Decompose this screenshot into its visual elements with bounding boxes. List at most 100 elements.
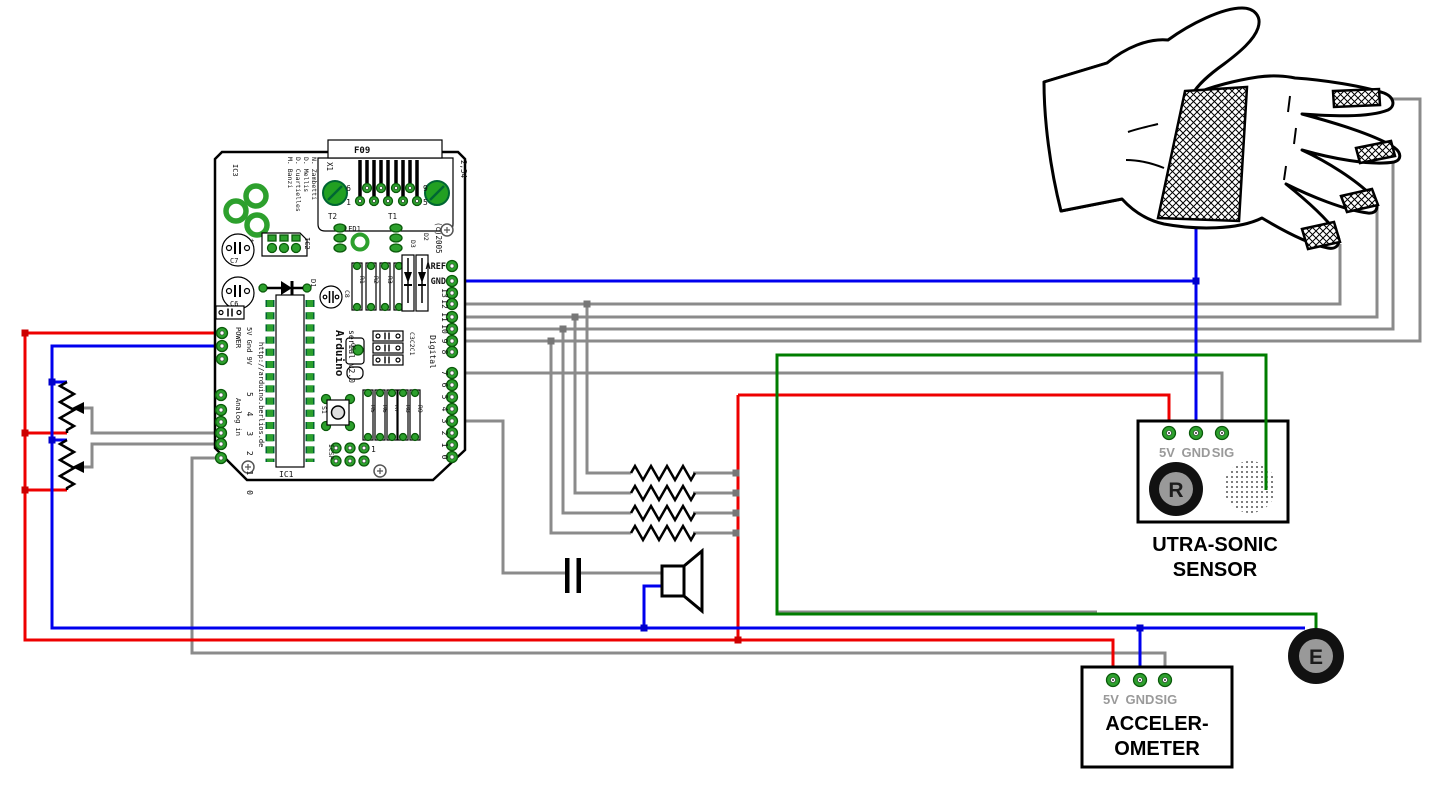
ultrasonic-gnd-label: GND <box>1182 445 1211 460</box>
c8: C8 <box>319 285 351 309</box>
aref-label: AREF <box>426 262 446 272</box>
s1-button: S1 <box>320 393 356 432</box>
icsp-label: ICSP <box>327 444 335 460</box>
ultrasonic-sensor: 5V GND SIG R UTRA-SONIC SENSOR <box>1136 419 1290 581</box>
r3-label: R3 <box>386 276 394 284</box>
accel-title-line2: OMETER <box>1114 738 1200 760</box>
credit-0: M. Banzi <box>286 157 294 188</box>
board-version: serial v2.0 <box>347 330 356 383</box>
mount-rings <box>223 183 270 238</box>
potentiometer-2 <box>57 438 84 490</box>
c7-plus: + <box>250 237 254 245</box>
led1-label: LED1 <box>344 225 361 233</box>
ultrasonic-title-line1: UTRA-SONIC <box>1152 534 1278 556</box>
c3c2c1: C3C2C1 <box>372 330 416 366</box>
ring-finger-patch <box>1339 187 1380 214</box>
ic2-label: IC2 <box>303 237 311 250</box>
pin1-label: 1 <box>346 198 351 207</box>
emitter-letter: E <box>1309 646 1323 669</box>
dpin-11: 11 <box>440 312 449 322</box>
credit-1: D. Cuartielles <box>294 157 302 212</box>
d1-label: D1 <box>309 279 317 287</box>
connector-label: F09 <box>354 146 370 156</box>
dpin-3: 3 <box>440 419 449 424</box>
analog-pins-label: 5 4 3 2 1 0 <box>245 392 254 500</box>
receiver-letter: R <box>1168 479 1183 502</box>
potentiometer-1 <box>57 380 84 433</box>
speaker <box>660 547 704 615</box>
dpin-2: 2 <box>440 431 449 436</box>
c5-box <box>215 305 245 320</box>
r9-label: R9 <box>416 405 424 413</box>
dpin-10: 10 <box>440 324 449 334</box>
connector-pads <box>354 182 423 207</box>
glove <box>1042 6 1402 251</box>
r7-label: R7 <box>393 405 401 413</box>
c3c2c1-label: C3C2C1 <box>408 332 416 356</box>
dpin-9: 9 <box>440 339 449 344</box>
r1-r4: R1 R2 R3 R4 <box>351 261 408 312</box>
junction-dots <box>21 277 1200 644</box>
analog-label: Analog in <box>234 398 242 436</box>
d3-d2: D3 D2 <box>401 233 430 312</box>
icsp: ICSP 1 <box>327 442 376 467</box>
middle-finger-patch <box>1354 139 1397 165</box>
pot1-wiper-arrow <box>72 402 84 414</box>
pin5-label: 5 <box>423 198 428 207</box>
palm-contact-patch <box>1156 85 1249 223</box>
c8-label: C8 <box>343 290 351 298</box>
emitter-puck: E <box>1288 628 1344 684</box>
dpin-7: 7 <box>440 371 449 376</box>
r2-label: R2 <box>372 276 380 284</box>
dpin-12: 12 <box>440 299 449 309</box>
ultrasonic-sig-label: SIG <box>1212 445 1234 460</box>
ic3-label: IC3 <box>231 164 239 177</box>
speaker-driver <box>660 564 686 598</box>
ic1: IC1 <box>265 294 315 479</box>
accel-sig-label: SIG <box>1155 692 1177 707</box>
gnd-label: GND <box>431 277 446 287</box>
accel-gnd-label: GND <box>1126 692 1155 707</box>
dpin-4: 4 <box>440 407 449 412</box>
serial-connector: F09 6 <box>317 139 468 232</box>
c7: + C7 <box>221 233 255 267</box>
d2-label: D2 <box>422 233 430 241</box>
dpin-5: 5 <box>440 395 449 400</box>
r5-label: R5 <box>369 405 377 413</box>
icsp-pin1: 1 <box>371 445 376 454</box>
connector-pitch: 2,54 <box>459 160 468 179</box>
pin9-label: 9 <box>423 184 428 193</box>
accelerometer: 5V GND SIG ACCELER- OMETER <box>1080 665 1234 769</box>
c6-label: C6 <box>230 300 238 308</box>
c6: C6 <box>221 276 255 310</box>
s1-label: S1 <box>320 406 328 414</box>
dpin-6: 6 <box>440 383 449 388</box>
accelerometer-pins <box>1105 672 1173 688</box>
power-pins-label: 5V Gnd 9V <box>245 327 253 366</box>
q1: Q1 <box>345 337 365 380</box>
index-finger-patch <box>1331 87 1382 109</box>
digital-header: AREF GND 13 12 11 10 9 8 7 6 5 4 3 2 1 0… <box>426 259 459 464</box>
credit-3: N. Zambetti <box>310 157 318 200</box>
board-name: Arduino <box>333 330 346 377</box>
credit-2: D. Mellis <box>302 157 310 192</box>
ultrasonic-5v-label: 5V <box>1159 445 1175 460</box>
t2-label: T2 <box>328 212 337 221</box>
dpin-13: 13 <box>440 288 449 298</box>
r8-label: R8 <box>404 405 412 413</box>
pullup-resistors <box>629 463 697 543</box>
fiducial-bottom-left <box>241 460 255 474</box>
q1-label: Q1 <box>349 343 357 351</box>
connector-ref: X1 <box>325 162 334 171</box>
glove-creases <box>1125 95 1297 181</box>
analog-header: Analog in 5 4 3 2 1 0 <box>214 388 254 500</box>
arduino-board: F09 6 <box>213 139 468 500</box>
dpin-8: 8 <box>440 350 449 355</box>
ic2: IC2 <box>261 232 311 257</box>
speaker-cone <box>682 547 704 615</box>
d1: D1 <box>258 279 317 295</box>
power-header: POWER 5V Gnd 9V <box>215 326 253 366</box>
signal-wires-gray <box>83 97 1422 680</box>
